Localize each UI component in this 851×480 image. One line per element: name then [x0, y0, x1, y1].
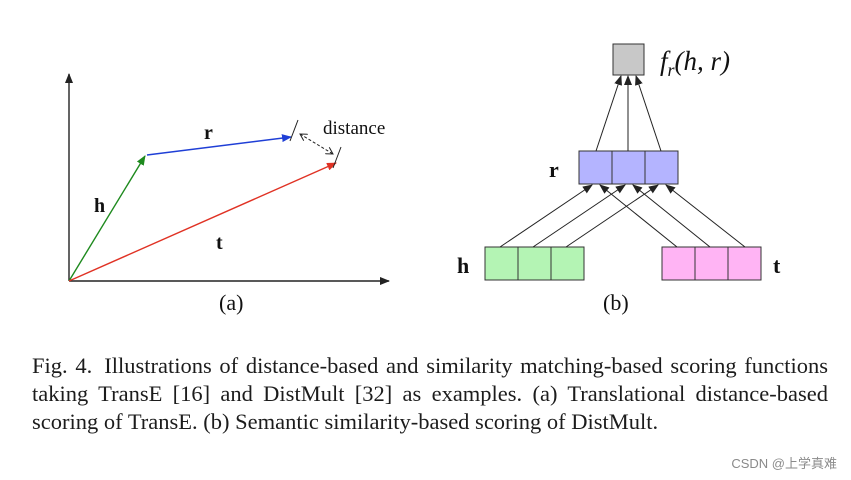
distance-label: distance — [323, 118, 385, 139]
h-cell-2 — [517, 246, 552, 281]
t-cell-2 — [694, 246, 729, 281]
h-vector-label: h — [457, 253, 469, 278]
vector-r-arrow — [146, 134, 292, 156]
panel-a-label: (a) — [219, 290, 243, 315]
r-cell-2 — [611, 150, 646, 185]
vector-h-label: h — [94, 195, 105, 217]
vector-t-label: t — [216, 232, 223, 254]
r-end-tick — [289, 119, 299, 142]
caption-text: Illustrations of distance-based and simi… — [32, 353, 829, 434]
r-cell-1 — [578, 150, 613, 185]
arrow-h1-r1 — [499, 184, 593, 248]
panel-b: fr(h, r) r h t (b) — [457, 43, 781, 315]
output-f: f — [660, 46, 671, 76]
caption-figure-number: Fig. 4. — [32, 353, 93, 378]
output-function-label: fr(h, r) — [660, 46, 730, 80]
arrow-t3-r3 — [665, 184, 746, 248]
arrow-r1-output — [595, 75, 622, 152]
r-vector-label: r — [549, 157, 559, 182]
distance-indicator — [300, 134, 333, 154]
t-end-tick — [332, 146, 342, 169]
arrow-t1-r1 — [599, 184, 678, 248]
watermark: CSDN @上学真难 — [731, 456, 837, 471]
vector-h-arrow — [68, 155, 146, 282]
arrow-r3-output — [635, 75, 662, 152]
vector-t-arrow — [68, 162, 337, 282]
r-cell-3 — [644, 150, 679, 185]
output-subscript: r — [668, 60, 676, 80]
panel-b-label: (b) — [603, 290, 629, 315]
t-cell-1 — [661, 246, 696, 281]
vector-r-label: r — [204, 122, 213, 144]
arrow-h2-r2 — [532, 184, 626, 248]
figure-caption: Fig. 4.Illustrations of distance-based a… — [32, 352, 828, 436]
arrow-t2-r2 — [632, 184, 711, 248]
panel-a: distance h r t (a) — [65, 73, 390, 315]
figure-diagram: distance h r t (a) fr(h, r) r h t — [65, 43, 781, 315]
h-cell-1 — [484, 246, 519, 281]
t-cell-3 — [727, 246, 762, 281]
output-node — [612, 43, 645, 76]
output-args: (h, r) — [675, 46, 731, 76]
t-vector-label: t — [773, 253, 781, 278]
arrow-h3-r3 — [565, 184, 659, 248]
h-cell-3 — [550, 246, 585, 281]
